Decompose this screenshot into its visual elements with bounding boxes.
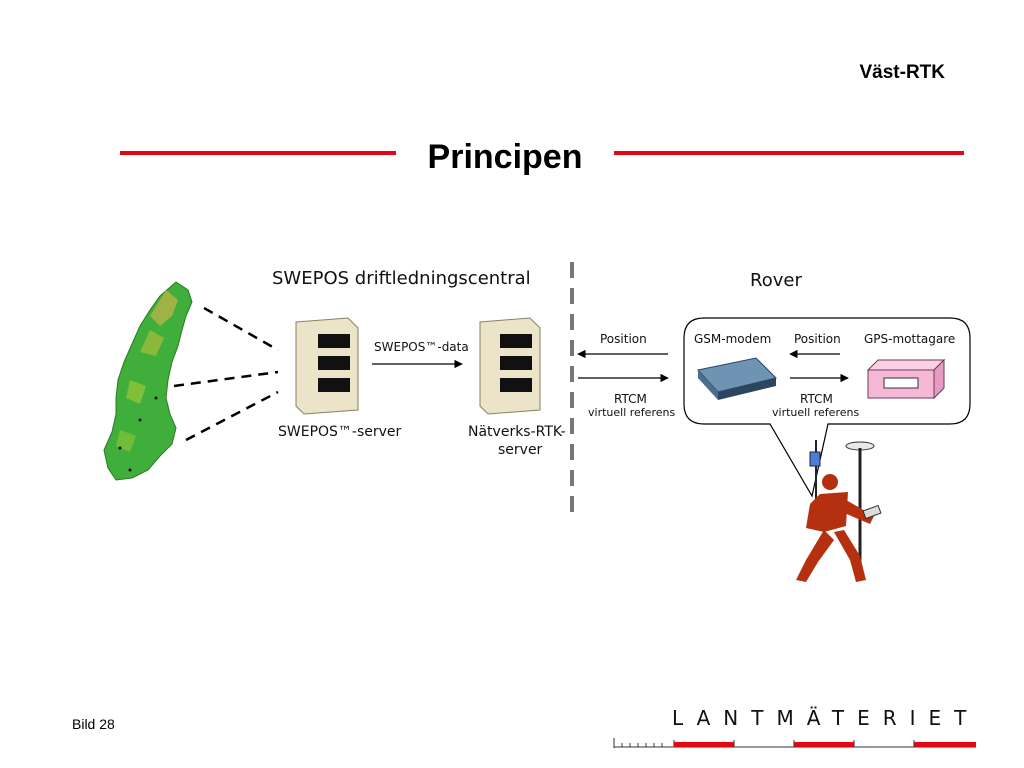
rtcm-label-left: RTCM	[614, 392, 647, 406]
network-rtk-server-label: Nätverks-RTK-	[468, 424, 566, 440]
position-label-right: Position	[794, 332, 841, 346]
header-tag: Väst-RTK	[859, 62, 945, 83]
rover-heading: Rover	[750, 270, 802, 291]
logo-scale-bar	[613, 738, 976, 748]
virtual-ref-label-right: virtuell referens	[772, 406, 860, 419]
virtual-ref-label-left: virtuell referens	[588, 406, 676, 419]
sweden-map-icon	[103, 281, 193, 481]
gsm-modem-label: GSM-modem	[694, 332, 772, 346]
network-rtk-server-label-2: server	[498, 442, 543, 458]
position-label-left: Position	[600, 332, 647, 346]
gps-receiver-icon	[866, 358, 946, 400]
gsm-modem-icon	[697, 357, 777, 400]
rtcm-label-right: RTCM	[800, 392, 833, 406]
surveyor-figure-icon	[796, 440, 882, 582]
swepos-server-icon	[295, 317, 359, 415]
lantmateriet-logo: LANTMÄTERIET	[672, 706, 980, 730]
swepos-data-label: SWEPOS™-data	[374, 340, 469, 354]
gps-receiver-label: GPS-mottagare	[864, 332, 956, 346]
title-rule-right	[614, 151, 964, 155]
map-server-links	[173, 306, 279, 442]
swepos-server-label: SWEPOS™-server	[278, 424, 402, 440]
swepos-control-center-heading: SWEPOS driftledningscentral	[272, 268, 531, 289]
slide-title: Principen	[427, 138, 583, 176]
slide-number: Bild 28	[72, 716, 115, 732]
title-rule-left	[120, 151, 396, 155]
network-rtk-server-icon	[479, 317, 541, 415]
